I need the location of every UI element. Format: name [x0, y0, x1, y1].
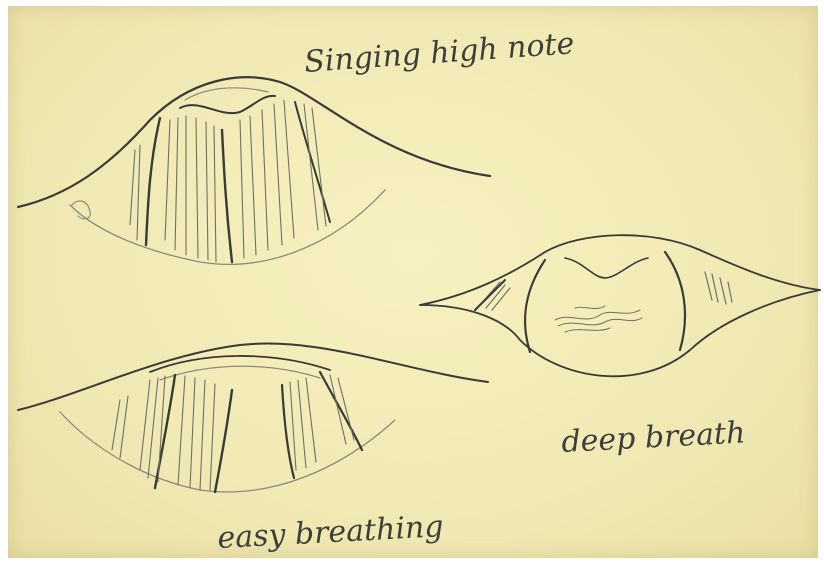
caption-deep-breath: deep breath	[561, 415, 747, 460]
caption-singing-high-note: Singing high note	[303, 26, 575, 80]
glottis-sketch-high-note	[18, 77, 490, 264]
glottis-sketch-easy-breathing	[18, 344, 488, 492]
caption-easy-breathing: easy breathing	[217, 509, 445, 556]
glottis-sketch-deep-breath	[420, 235, 820, 376]
